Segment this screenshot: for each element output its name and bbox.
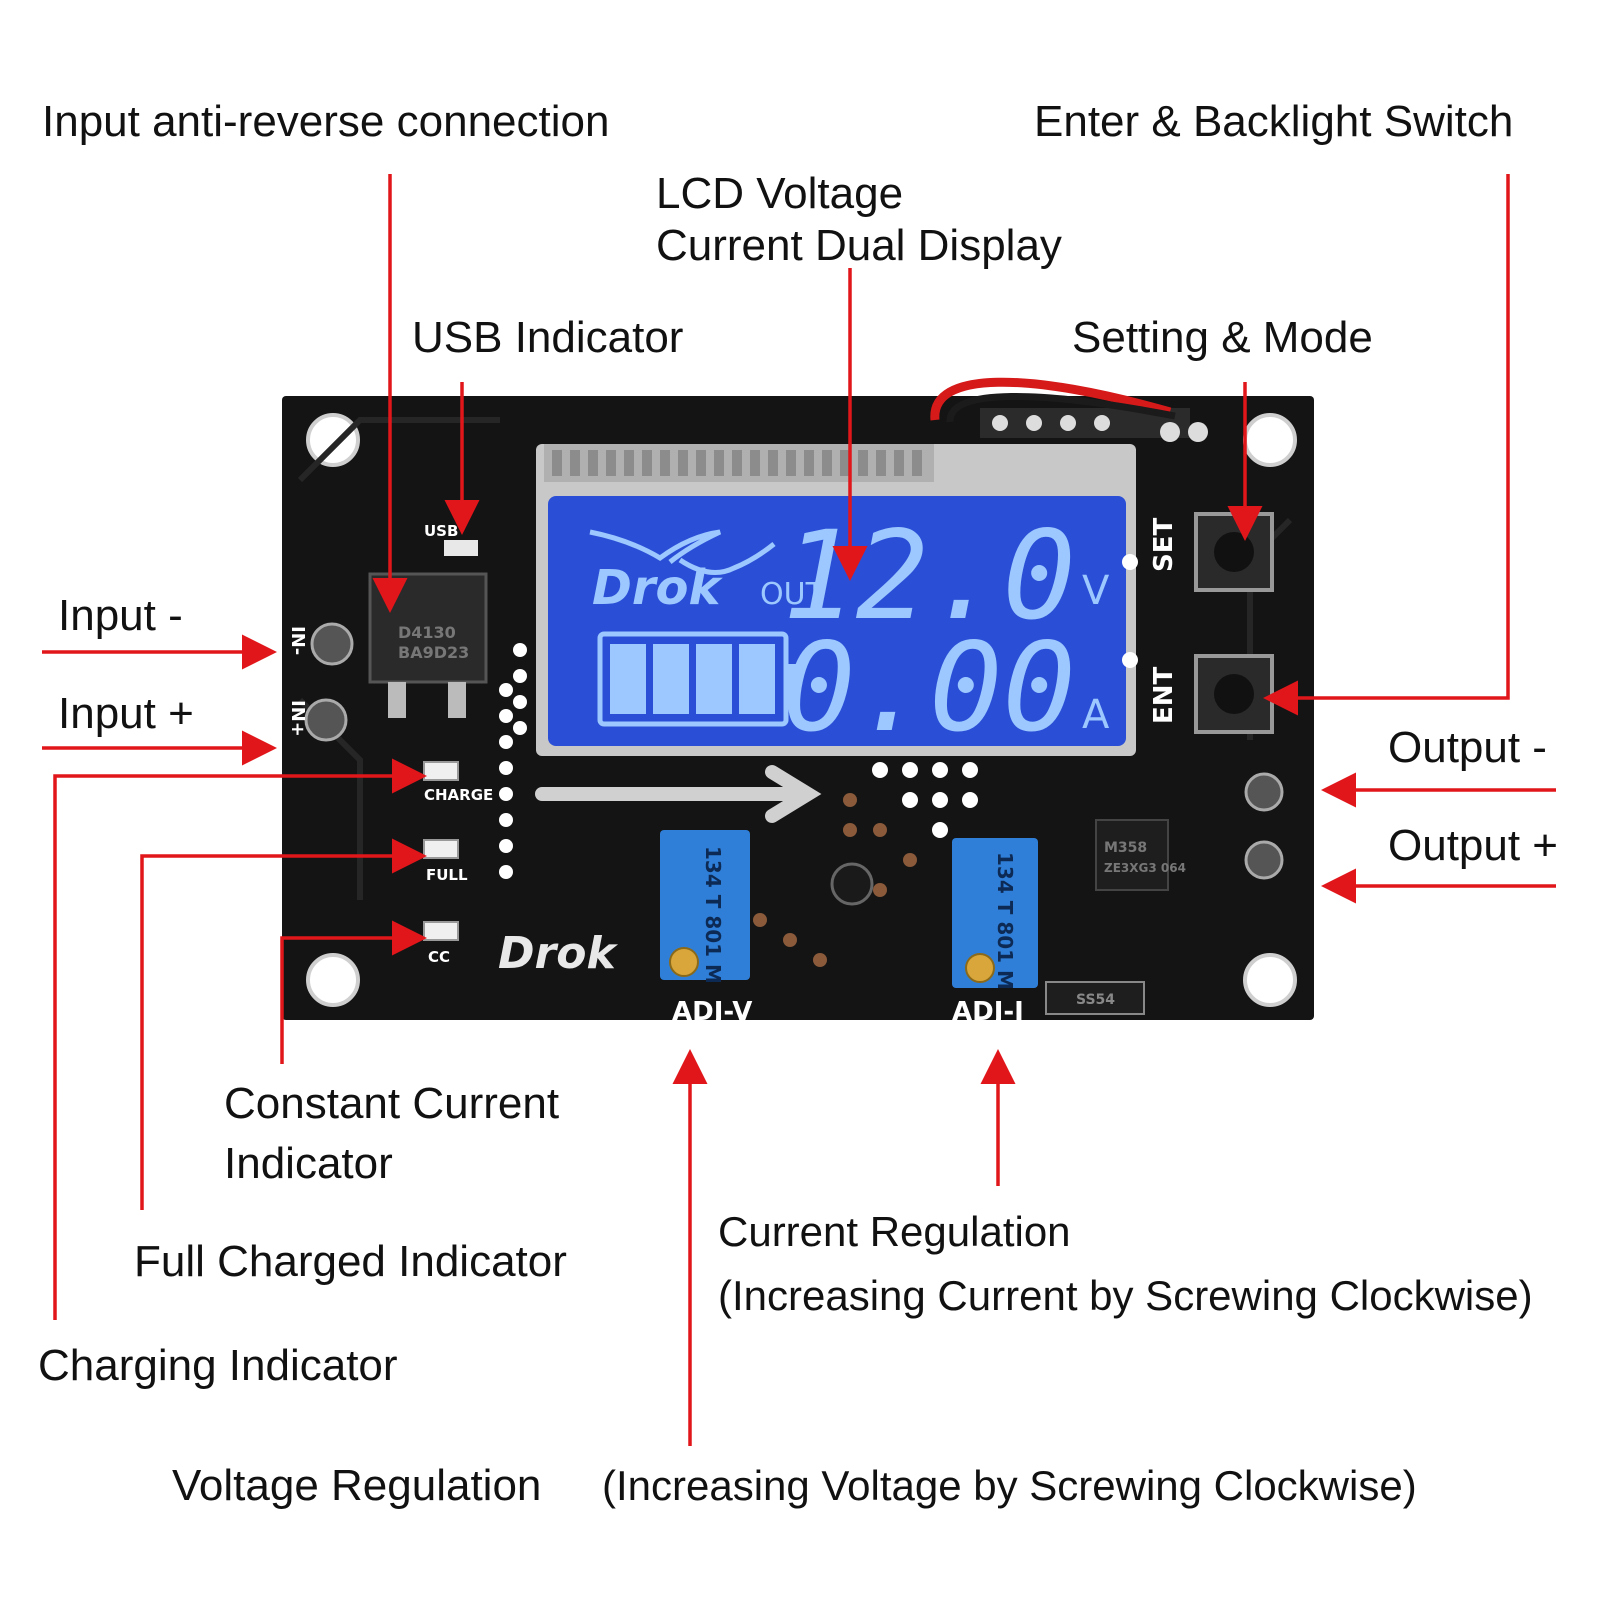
capacitor [830,862,874,906]
flow-arrow-icon [535,765,822,823]
lcd-brand: Drok [592,560,723,616]
callout-voltage-regulation: Voltage Regulation [172,1461,542,1510]
silk-cc: CC [428,948,450,966]
opamp-chip: M358 ZE3XG3 064 [1095,819,1186,891]
callout-constant-current: Constant Current Indicator [224,1079,560,1188]
mount-hole-icon [1243,953,1297,1007]
silk-brand: Drok [498,928,618,979]
lcd-voltage-readout: 12.0 [782,505,1076,647]
lcd-screen [548,496,1126,746]
adj-v-trimmer[interactable]: 134 T 801 M [660,830,750,984]
callout-output-plus: Output + [1388,821,1559,870]
callout-current-regulation: Current Regulation (Increasing Current b… [718,1208,1533,1319]
svg-text:BA9D23: BA9D23 [398,643,469,662]
leader-charging [53,758,427,1320]
lcd-voltage-unit: V [1082,568,1110,614]
adj-v-screw-icon[interactable] [669,947,699,977]
lcd-current-unit: A [1082,692,1110,738]
black-wire [946,392,1176,423]
mosfet-chip: D4130 BA9D23 [368,572,488,718]
svg-text:ZE3XG3 064: ZE3XG3 064 [1104,861,1186,875]
silk-charge: CHARGE [424,786,493,804]
full-led [423,839,459,859]
diode-chip: SS54 [1045,981,1145,1015]
cc-led [423,921,459,941]
lcd-current-readout: 0.00 [782,617,1076,759]
mount-hole-icon [1243,413,1297,467]
silk-ent: ENT [1149,666,1179,724]
red-wire [930,377,1172,421]
lcd-module: Drok OUT 12.0 V 0.00 A [536,444,1136,759]
silk-adj-i: ADJ-I [952,997,1024,1027]
adj-i-trimmer[interactable]: 134 T 801 M [952,838,1038,990]
battery-bar [610,644,646,714]
callout-enter-backlight: Enter & Backlight Switch [1034,97,1514,146]
bird-logo-icon [589,529,722,564]
callout-output-minus: Output - [1388,723,1547,772]
callout-input-plus: Input + [58,689,194,738]
callout-input-anti-reverse: Input anti-reverse connection [42,97,610,146]
leader-enter-backlight [1263,174,1510,716]
callout-usb-indicator: USB Indicator [412,313,684,362]
battery-bar [696,644,732,714]
set-button[interactable] [1194,512,1274,592]
callout-setting-mode: Setting & Mode [1072,313,1373,362]
callout-voltage-regulation-note: (Increasing Voltage by Screwing Clockwis… [602,1462,1417,1509]
ent-button[interactable] [1194,654,1274,734]
callout-input-minus: Input - [58,591,183,640]
battery-bar [653,644,689,714]
charge-led [423,761,459,781]
lcd-out-label: OUT [760,577,825,612]
leader-full-charged [140,838,427,1210]
mount-hole-icon [306,953,360,1007]
svg-text:D4130: D4130 [398,623,456,642]
silk-set: SET [1149,518,1179,572]
lcd-pins [552,450,922,476]
battery-icon [597,631,798,727]
output-terminals [1244,772,1284,880]
svg-text:134 T 801 M: 134 T 801 M [993,852,1017,990]
callout-charging: Charging Indicator [38,1341,398,1390]
input-terminals [304,622,354,742]
usb-led [444,540,478,556]
silk-usb: USB [424,522,458,540]
adj-i-screw-icon[interactable] [965,953,995,983]
mount-hole-icon [306,413,360,467]
silk-in-minus: IN- [287,626,308,655]
leader-lines [42,174,1556,1446]
silk-in-plus: IN+ [287,700,308,737]
leader-constant-current [280,920,427,1064]
silk-full: FULL [426,866,468,884]
battery-bar [739,644,775,714]
callout-full-charged: Full Charged Indicator [134,1237,567,1286]
silk-adj-v: ADJ-V [672,997,752,1027]
svg-text:SS54: SS54 [1076,992,1115,1008]
svg-text:134 T 801 M: 134 T 801 M [701,846,725,984]
callout-lcd-display: LCD Voltage Current Dual Display [656,169,1062,270]
svg-text:M358: M358 [1104,840,1147,856]
via-array [499,554,1138,879]
header-pins [930,377,1208,442]
